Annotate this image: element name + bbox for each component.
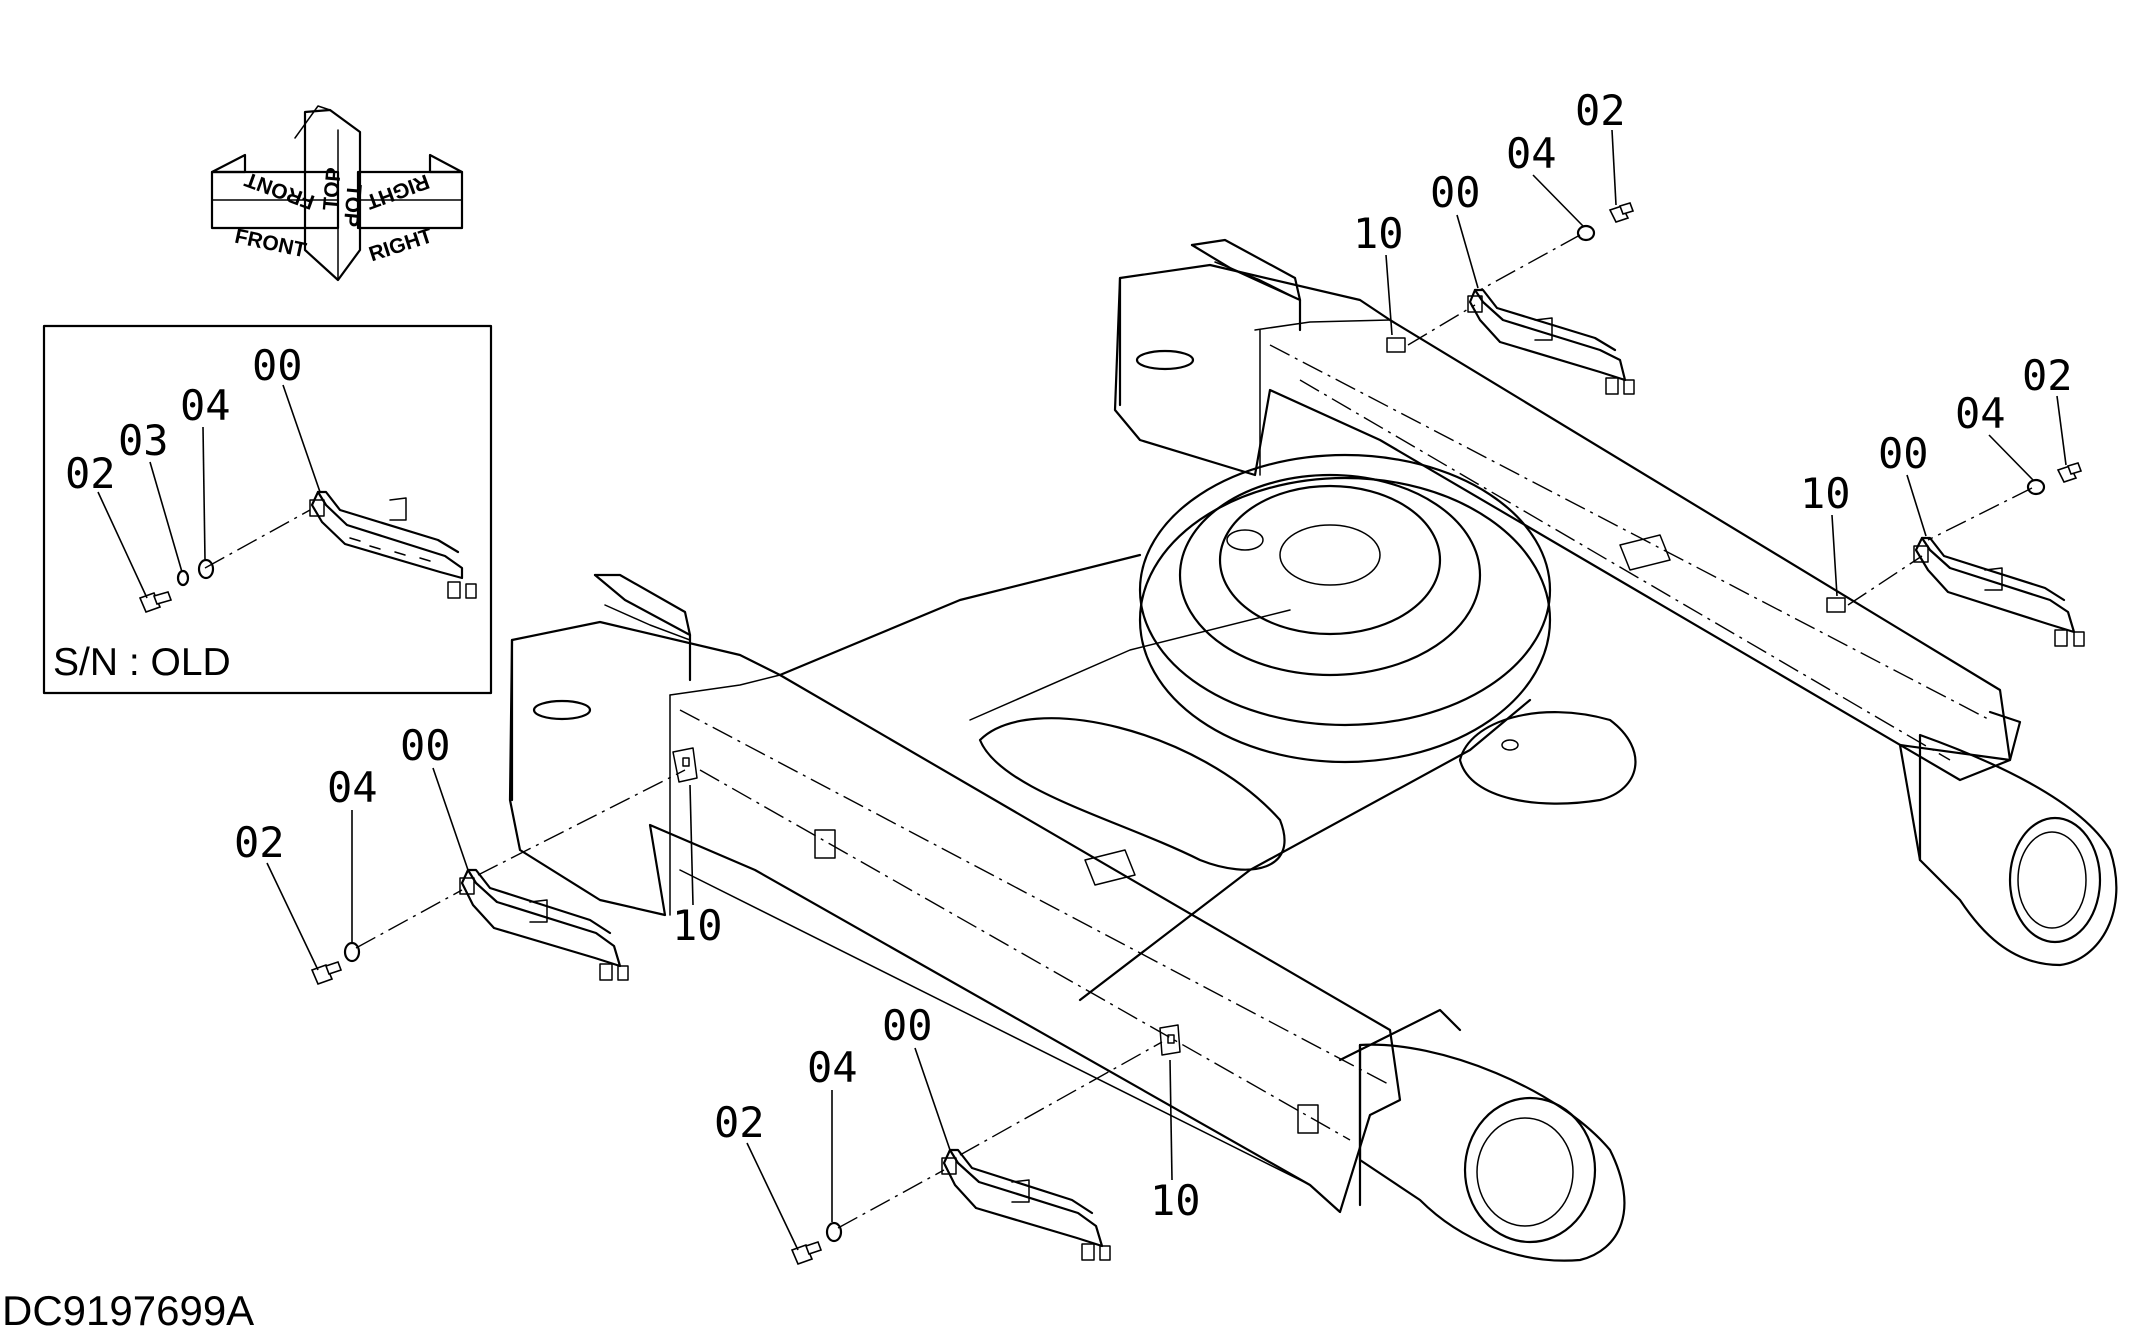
assembly-right-lower: 02 04 00 10 [1800, 351, 2085, 647]
front-label: FRONT [233, 225, 309, 263]
right-label-mirror: RIGHT [363, 169, 432, 213]
top-label: TOP [319, 167, 346, 212]
callout-left-lower-pad: 10 [1150, 1176, 1201, 1225]
assembly-left-lower: 02 04 00 10 [714, 1001, 1201, 1266]
callout-right-lower-bracket: 00 [1878, 429, 1929, 478]
inset-callout-lock-washer: 03 [118, 416, 169, 465]
track-frame [508, 238, 2118, 1262]
pad-left-upper [672, 747, 698, 783]
top-label-mirror: TOP [339, 183, 366, 228]
assembly-left-upper: 02 04 00 10 [234, 721, 723, 986]
inset-callout-bracket: 00 [252, 341, 303, 390]
callout-left-upper-pad: 10 [672, 901, 723, 950]
callout-left-lower-bolt: 02 [714, 1098, 765, 1147]
inset-bracket [309, 490, 477, 599]
inset-bolt [138, 591, 173, 614]
callout-right-upper-bolt: 02 [1575, 86, 1626, 135]
inset-washer [197, 558, 215, 580]
pad-left-lower [1159, 1024, 1181, 1056]
bolt-right-upper [1608, 202, 1635, 223]
callout-right-upper-pad: 10 [1353, 209, 1404, 258]
callout-left-upper-bolt: 02 [234, 818, 285, 867]
inset-lock-washer [176, 569, 190, 587]
washer-left-upper [343, 941, 361, 963]
inset-axis [204, 509, 311, 569]
right-label: RIGHT [366, 224, 435, 266]
pad-right-upper [1386, 337, 1406, 353]
assembly-right-upper: 02 04 00 10 [1353, 86, 1635, 395]
inset-frame [42, 324, 493, 695]
callout-right-lower-pad: 10 [1800, 469, 1851, 518]
washer-left-lower [825, 1221, 843, 1243]
bracket-right-upper [1467, 288, 1635, 395]
callout-right-upper-washer: 04 [1506, 129, 1557, 178]
bracket-left-upper [459, 868, 629, 981]
bolt-right-lower [2056, 462, 2083, 483]
bracket-left-lower [941, 1148, 1111, 1261]
callout-right-lower-bolt: 02 [2022, 351, 2073, 400]
inset-callout-washer: 04 [180, 381, 231, 430]
inset-callout-bolt: 02 [65, 449, 116, 498]
orientation-arrows: FRONT FRONT TOP TOP RIGHT RIGHT [210, 105, 464, 282]
inset-old-serial: 02 03 04 00 S/N : OLD [42, 324, 493, 695]
callout-left-upper-washer: 04 [327, 763, 378, 812]
bracket-right-lower [1913, 536, 2085, 647]
callout-right-upper-bracket: 00 [1430, 168, 1481, 217]
inset-serial-label: S/N : OLD [53, 641, 231, 684]
callout-left-lower-bracket: 00 [882, 1001, 933, 1050]
washer-right-lower [2026, 478, 2046, 496]
pad-right-lower [1826, 597, 1846, 613]
washer-right-upper [1576, 224, 1596, 242]
callout-right-lower-washer: 04 [1955, 389, 2006, 438]
drawing-number: DC9197699A [2, 1287, 254, 1334]
front-label-mirror: FRONT [242, 167, 318, 213]
callout-left-lower-washer: 04 [807, 1043, 858, 1092]
callout-left-upper-bracket: 00 [400, 721, 451, 770]
